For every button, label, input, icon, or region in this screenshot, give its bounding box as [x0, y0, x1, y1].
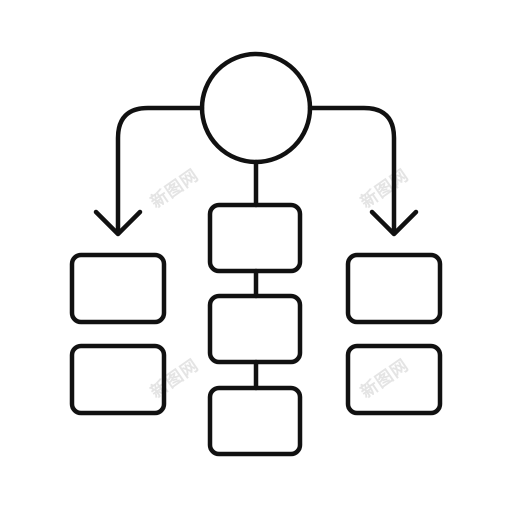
center-box-3 — [207, 385, 303, 457]
root-circle-node — [199, 51, 313, 165]
watermark: 新图网 — [357, 355, 413, 403]
center-box-2 — [207, 293, 303, 365]
watermark: 新图网 — [147, 165, 203, 213]
left-box-2 — [69, 343, 167, 416]
left-box-1 — [69, 252, 167, 325]
watermark-group: 新图网 新图网 新图网 新图网 — [147, 165, 413, 403]
center-box-1 — [207, 202, 303, 274]
watermark: 新图网 — [357, 165, 413, 213]
right-box-1 — [345, 252, 443, 325]
right-arrow-head — [369, 209, 419, 237]
right-arrow-connector — [307, 105, 397, 235]
diagram-strokes — [69, 51, 443, 457]
left-arrow-head — [93, 209, 143, 237]
left-arrow-connector — [115, 105, 205, 235]
right-box-2 — [345, 343, 443, 416]
watermark: 新图网 — [147, 355, 203, 403]
